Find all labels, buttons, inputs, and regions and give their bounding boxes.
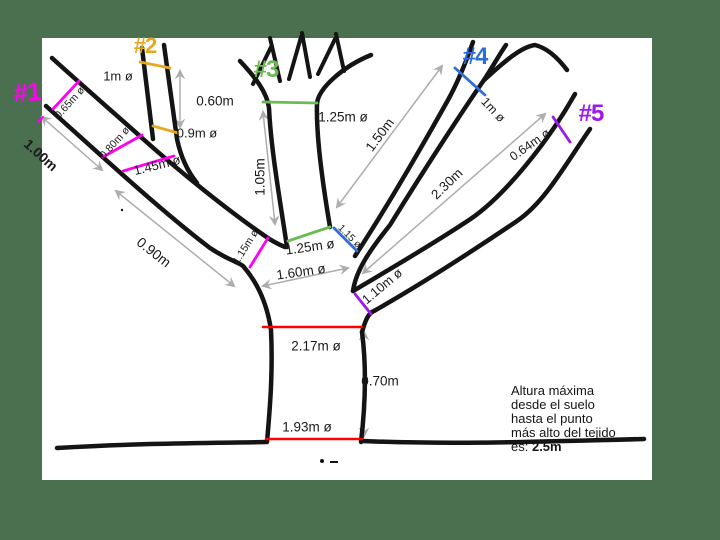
branch-tag-4: #4 [462, 43, 489, 70]
ink-speck [330, 461, 338, 463]
branch3-twig [287, 35, 303, 81]
note-value-prefix: es: [511, 439, 532, 454]
branch-tag-5: #5 [578, 100, 605, 127]
branch3-twig [300, 31, 312, 79]
branch1-upper-edge [49, 55, 288, 250]
branch3-twig [316, 37, 337, 76]
length-label-b2: 0.60m [196, 93, 234, 109]
branch-tag-3: #3 [253, 56, 280, 83]
diameter-line-b2-top [138, 60, 172, 70]
ink-specks [120, 208, 338, 463]
diameter-line-b1-base [248, 236, 270, 269]
diameter-label-trunk-ground: 1.93m ø [282, 419, 332, 435]
diameter-line-b3-base [286, 225, 332, 243]
branch3-twig [334, 32, 346, 73]
diameter-lines [37, 60, 572, 441]
diameter-line-b3-top [261, 100, 319, 105]
max-height-note: Altura máxima desde el suelo hasta el pu… [511, 384, 616, 454]
trunk-right-edge [358, 329, 368, 445]
diameter-line-b1-mid [101, 133, 144, 159]
diameter-line-b4-base [332, 226, 359, 253]
note-line: desde el suelo [511, 397, 595, 412]
branch4-left-edge [352, 39, 476, 259]
diameter-line-b2-low [151, 124, 180, 135]
branch4-fork-twig [481, 42, 570, 83]
ink-speck [120, 208, 124, 212]
length-label-trunk: 0.70m [361, 373, 399, 389]
diameter-label-trunk-upper: 2.17m ø [291, 338, 341, 354]
diameter-line-b5-base [353, 292, 373, 316]
diameter-line-b4-fork [453, 66, 487, 97]
note-line: más alto del tejido [511, 425, 616, 440]
branch3-right-edge [314, 52, 374, 230]
branch3-twigs [251, 31, 346, 86]
branch-tag-1: #1 [12, 76, 42, 108]
length-arrow-b1-upper [40, 115, 104, 172]
ground-line-left [54, 439, 269, 451]
diameter-label-b2-low: 0.9m ø [176, 125, 218, 141]
length-arrow-crotch [260, 264, 351, 290]
branch3-twig [268, 36, 282, 83]
branch5-upper-edge [350, 91, 578, 294]
diameter-label-b3-top: 1.25m ø [318, 109, 368, 125]
diameter-label-b2-top: 1m ø [103, 68, 133, 84]
branch1-lower-edge-and-trunk-left [43, 103, 274, 445]
length-label-b3: 1.05m [252, 158, 268, 196]
note-line: es: 2.5m [511, 440, 616, 454]
length-arrow-b1-lower [114, 189, 236, 288]
length-arrow-b5 [361, 112, 547, 275]
diameter-line-b1-low [121, 154, 176, 173]
branch2-left-edge [139, 45, 156, 142]
branch2-right-edge [161, 42, 200, 186]
diameter-line-b5-tip [551, 115, 572, 144]
branch-tag-2: #2 [133, 33, 158, 58]
note-line: hasta el punto [511, 411, 593, 426]
note-line: Altura máxima [511, 383, 595, 398]
branch5-lower-edge [359, 126, 593, 335]
length-arrow-b3 [258, 109, 280, 227]
branch3-twig [251, 45, 273, 86]
diameter-line-b1-tip [51, 79, 81, 111]
ink-speck [320, 459, 324, 463]
branch4-right-edge [350, 77, 487, 294]
magenta-tick [37, 116, 44, 123]
tree-outline [43, 31, 647, 451]
ground-line-right [359, 436, 647, 445]
branch3-left-edge [237, 58, 290, 250]
note-max-height-value: 2.5m [531, 439, 562, 454]
